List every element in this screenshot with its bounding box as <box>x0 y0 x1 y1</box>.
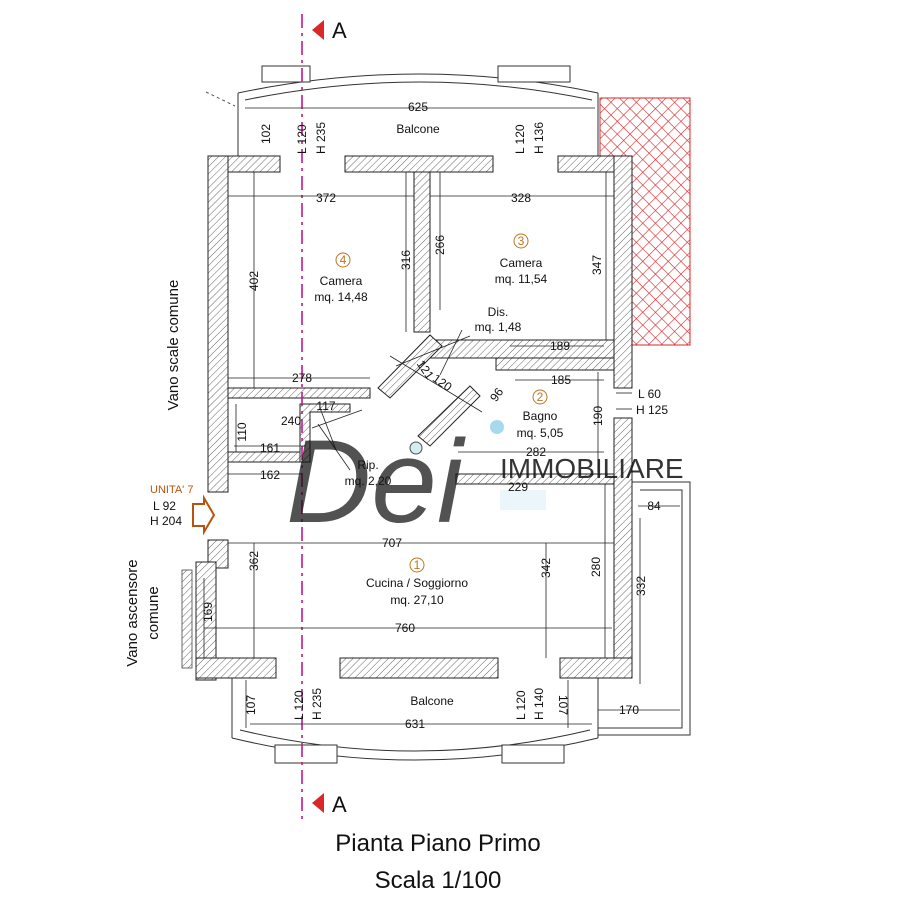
dim-362: 362 <box>247 551 261 571</box>
plan-scale: Scala 1/100 <box>375 867 502 894</box>
elevator-label-2: comune <box>145 586 162 639</box>
dim-110: 110 <box>235 422 249 441</box>
opening-bath-l: L 60 <box>638 387 661 401</box>
dim-278: 278 <box>292 371 312 385</box>
dim-96: 96 <box>487 385 506 404</box>
right-terrace <box>598 481 691 736</box>
watermark-brand: IMMOBILIARE <box>500 453 684 484</box>
exterior-walls <box>195 155 633 681</box>
dim-189: 189 <box>550 339 570 353</box>
bottom-balcony <box>231 676 599 764</box>
opening-top-right-l: L 120 <box>513 124 527 154</box>
dim-332: 332 <box>634 576 648 596</box>
room-3-number: 3 <box>518 234 525 248</box>
opening-top-right-h: H 136 <box>532 122 546 154</box>
dim-161: 161 <box>260 441 280 455</box>
opening-bath-h: H 125 <box>636 403 668 417</box>
dim-169: 169 <box>201 602 215 622</box>
room-1-area: mq. 27,10 <box>390 593 444 607</box>
elevator-label-1: Vano ascensore <box>124 559 141 666</box>
dis-name: Dis. <box>488 305 509 319</box>
entrance-width: L 92 <box>153 499 176 513</box>
dim-117: 117 <box>316 399 335 413</box>
dim-240: 240 <box>281 414 301 428</box>
stairs-label: Vano scale comune <box>165 280 182 411</box>
section-arrow-bottom-icon <box>312 793 324 813</box>
dim-185: 185 <box>551 373 571 387</box>
dim-316: 316 <box>399 250 413 270</box>
dim-328: 328 <box>511 191 531 205</box>
dis-area: mq. 1,48 <box>475 320 522 334</box>
rip-area: mq. 2,20 <box>345 474 392 488</box>
watermark-logo: Dei IMMOBILIARE <box>286 416 684 548</box>
section-arrow-top-icon <box>312 20 324 40</box>
dim-190: 190 <box>591 406 605 426</box>
dim-84: 84 <box>647 499 661 513</box>
room-4-name: Camera <box>320 274 363 288</box>
opening-bottom-right-l: L 120 <box>514 690 528 720</box>
dim-280: 280 <box>589 557 603 577</box>
watermark-logo-text: Dei <box>286 416 466 548</box>
opening-bottom-left-l: L 120 <box>292 690 306 720</box>
opening-top-left-h: H 235 <box>314 122 328 154</box>
dim-107-left: 107 <box>244 695 258 715</box>
room-4-number: 4 <box>340 253 347 267</box>
dim-347: 347 <box>590 255 604 275</box>
opening-bottom-left-h: H 235 <box>310 688 324 720</box>
dimension-lines <box>203 107 680 728</box>
rip-name: Rip. <box>357 458 378 472</box>
dim-282: 282 <box>526 445 546 459</box>
entrance-arrow-icon <box>192 494 216 536</box>
dim-229: 229 <box>508 480 528 494</box>
room-2-number: 2 <box>537 390 544 404</box>
section-label-top: A <box>332 18 347 43</box>
dim-402: 402 <box>247 271 261 291</box>
opening-bottom-right-h: H 140 <box>532 688 546 720</box>
dim-372: 372 <box>316 191 336 205</box>
entrance-unit: UNITA' 7 <box>150 484 193 496</box>
dim-631: 631 <box>405 717 425 731</box>
room-2-name: Bagno <box>523 409 558 423</box>
dimension-values: 625 102 372 328 402 316 266 347 189 278 … <box>201 100 661 731</box>
balcony-bottom-label: Balcone <box>410 694 454 708</box>
dim-625: 625 <box>408 100 428 114</box>
entrance-height: H 204 <box>150 514 182 528</box>
balcony-top-label: Balcone <box>396 122 440 136</box>
diagonal-marker <box>205 91 236 107</box>
elevator-wall <box>181 569 193 669</box>
dim-707: 707 <box>382 536 402 550</box>
room-2-area: mq. 5,05 <box>517 426 564 440</box>
dim-342: 342 <box>539 558 553 578</box>
section-label-bottom: A <box>332 792 347 817</box>
dim-162: 162 <box>260 468 280 482</box>
room-3-name: Camera <box>500 256 543 270</box>
plan-title: Pianta Piano Primo <box>335 830 540 857</box>
dim-102: 102 <box>259 124 273 144</box>
dim-760: 760 <box>395 621 415 635</box>
room-1-name: Cucina / Soggiorno <box>366 576 468 590</box>
dim-170: 170 <box>619 703 639 717</box>
opening-top-left-l: L 120 <box>295 124 309 154</box>
dim-107-right: 107 <box>556 695 570 715</box>
room-3-area: mq. 11,54 <box>495 272 548 286</box>
dim-266: 266 <box>433 235 447 255</box>
room-4-area: mq. 14,48 <box>314 290 368 304</box>
top-balcony <box>237 65 599 158</box>
room-1-number: 1 <box>414 558 421 572</box>
